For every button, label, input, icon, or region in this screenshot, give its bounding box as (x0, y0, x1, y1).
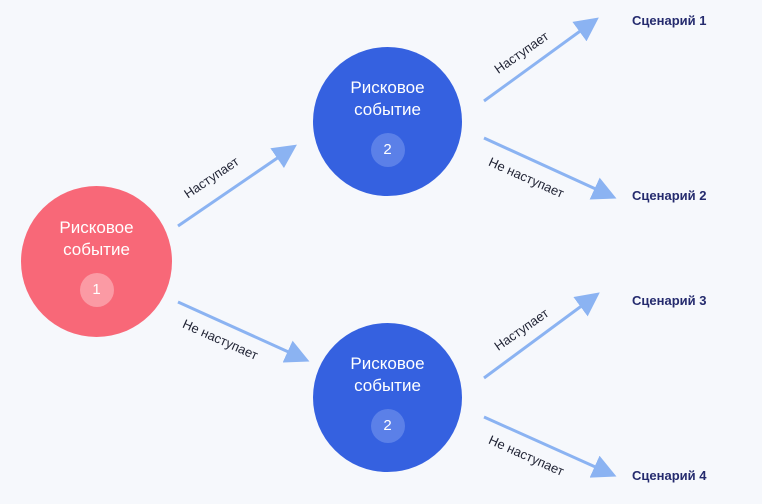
scenario-3-label: Сценарий 3 (632, 293, 707, 308)
risk-event-2-bottom-label: Рисковое событие (350, 353, 425, 395)
risk-event-1-label: Рисковое событие (59, 217, 134, 259)
risk-event-2-top-node: Рисковое событие 2 (313, 47, 462, 196)
risk-event-1-node: Рисковое событие 1 (21, 186, 172, 337)
arrow-event2top-occurs (483, 17, 599, 103)
arrow-event1-occurs (177, 144, 297, 228)
arrow-event2bottom-occurs (483, 292, 600, 380)
risk-event-2-top-number: 2 (370, 132, 405, 167)
arrow-event2top-not-occurs (483, 136, 617, 200)
scenario-1-label: Сценарий 1 (632, 13, 707, 28)
scenario-4-label: Сценарий 4 (632, 468, 707, 483)
risk-event-1-number: 1 (79, 272, 114, 307)
arrow-event1-not-occurs (177, 300, 310, 363)
risk-event-2-top-label: Рисковое событие (350, 77, 425, 119)
arrow-event2bottom-not-occurs (483, 415, 617, 478)
scenario-2-label: Сценарий 2 (632, 188, 707, 203)
risk-event-2-bottom-number: 2 (370, 408, 405, 443)
risk-event-2-bottom-node: Рисковое событие 2 (313, 323, 462, 472)
